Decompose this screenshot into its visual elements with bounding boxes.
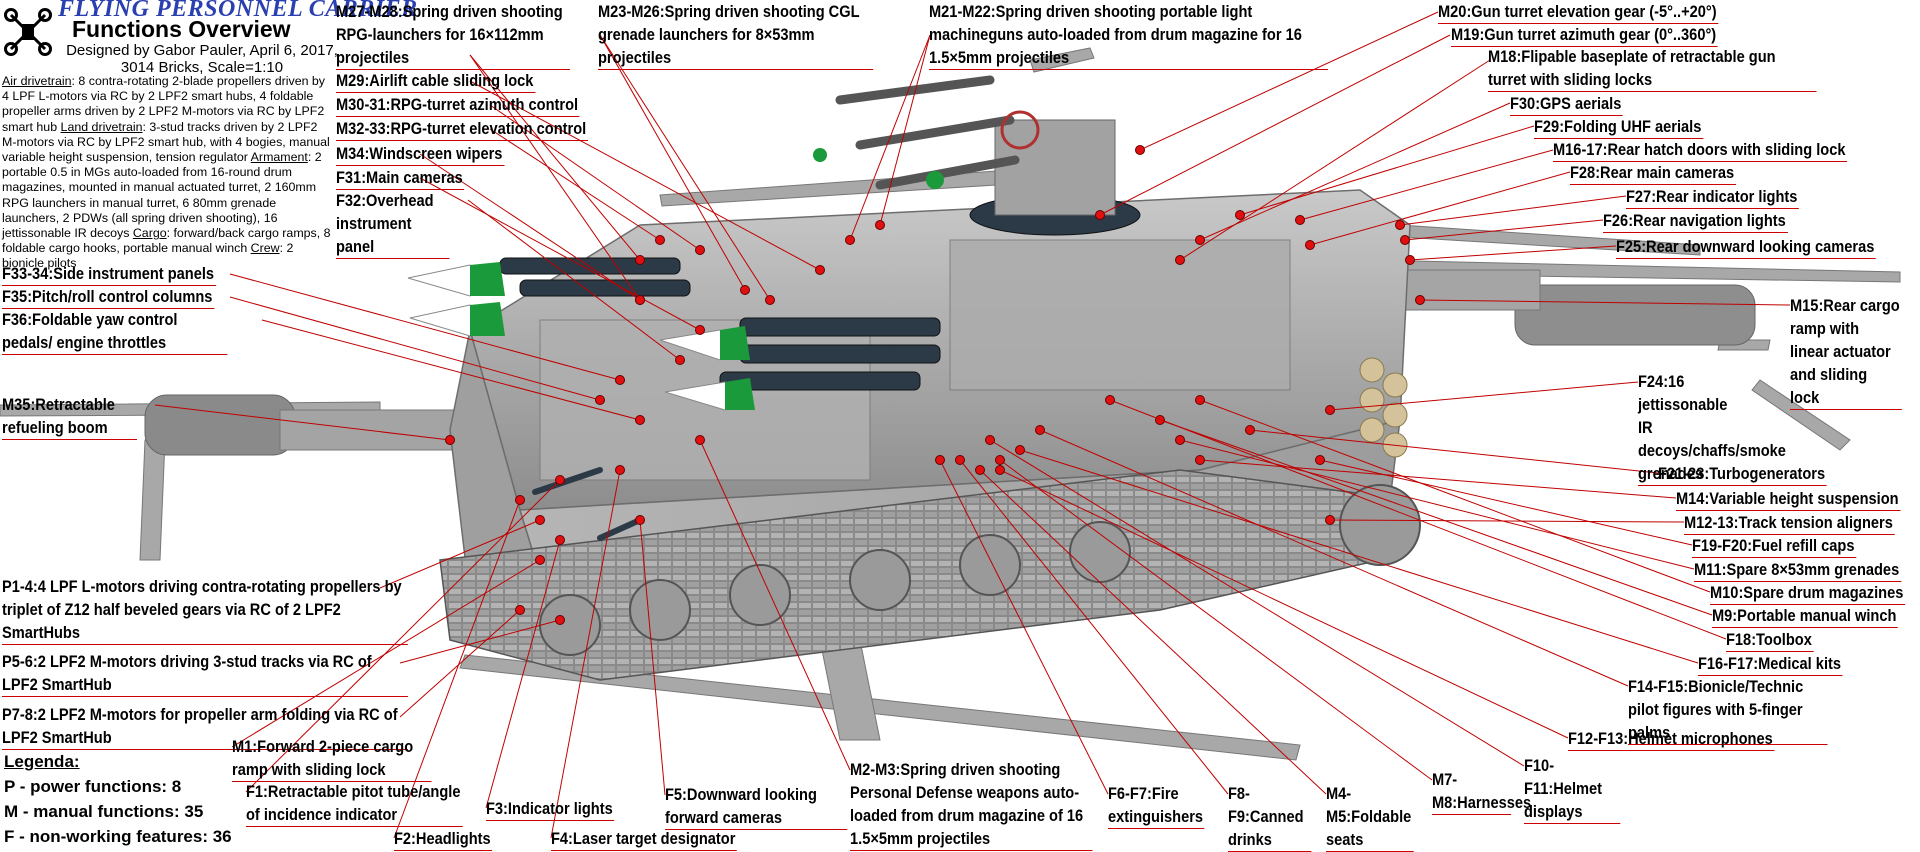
label-m12-track-tension: M12-13:Track tension aligners bbox=[1684, 511, 1895, 535]
label-f6-fire-extinguishers: F6-F7:Fire extinguishers bbox=[1108, 782, 1205, 829]
diagram-subtitle: Functions Overview bbox=[72, 16, 291, 42]
label-m19-azimuth-gear: M19:Gun turret azimuth gear (0°..360°) bbox=[1451, 23, 1718, 47]
label-p1-lmotors: P1-4:4 LPF L-motors driving contra-rotat… bbox=[2, 575, 408, 645]
label-f33-side-panels: F33-34:Side instrument panels bbox=[2, 262, 216, 286]
label-f12-helmet-mics: F12-F13:Helmet microphones bbox=[1568, 727, 1775, 751]
label-m35-refueling-boom: M35:Retractable refueling boom bbox=[2, 393, 138, 440]
label-f27-rear-indicators: F27:Rear indicator lights bbox=[1626, 185, 1800, 209]
legend: Legenda: P - power functions: 8 M - manu… bbox=[4, 749, 232, 849]
label-m2-pdw: M2-M3:Spring driven shooting Personal De… bbox=[850, 758, 1093, 851]
label-f19-fuel-caps: F19-F20:Fuel refill caps bbox=[1692, 534, 1857, 558]
label-m15-rear-ramp: M15:Rear cargo ramp with linear actuator… bbox=[1790, 294, 1902, 410]
label-m34-wipers: M34:Windscreen wipers bbox=[336, 142, 505, 166]
label-p7-arm-folding: P7-8:2 LPF2 M-motors for propeller arm f… bbox=[2, 703, 408, 750]
label-f16-medical-kits: F16-F17:Medical kits bbox=[1698, 652, 1843, 676]
label-f32-overhead-panel: F32:Overhead instrument panel bbox=[336, 189, 450, 259]
label-m18-baseplate: M18:Flipable baseplate of retractable gu… bbox=[1488, 45, 1817, 92]
label-f28-rear-cameras: F28:Rear main cameras bbox=[1570, 161, 1736, 185]
gun-turret bbox=[813, 75, 1141, 236]
legend-heading: Legenda: bbox=[4, 752, 80, 771]
armament-text: : 2 portable 0.5 in MGs auto-loaded from… bbox=[2, 150, 322, 241]
label-f1-pitot-tube: F1:Retractable pitot tube/angle of incid… bbox=[246, 780, 463, 827]
label-m7-harnesses: M7-M8:Harnesses bbox=[1432, 768, 1531, 815]
label-m29-airlift-lock: M29:Airlift cable sliding lock bbox=[336, 69, 536, 93]
label-f4-laser-designator: F4:Laser target designator bbox=[551, 827, 738, 851]
label-f36-yaw-pedals: F36:Foldable yaw control pedals/ engine … bbox=[2, 308, 228, 355]
label-m23-grenade-launchers: M23-M26:Spring driven shooting CGL grena… bbox=[598, 0, 874, 70]
label-f26-rear-nav-lights: F26:Rear navigation lights bbox=[1603, 209, 1788, 233]
label-f14-pilot-figures: F14-F15:Bionicle/Technic pilot figures w… bbox=[1628, 675, 1828, 745]
label-m16-rear-hatch: M16-17:Rear hatch doors with sliding loc… bbox=[1553, 138, 1848, 162]
label-f29-uhf-aerials: F29:Folding UHF aerials bbox=[1534, 115, 1704, 139]
air-drivetrain-heading: Air drivetrain bbox=[2, 74, 72, 88]
label-f31-main-cameras: F31:Main cameras bbox=[336, 166, 465, 190]
diagram-title: FLYING PERSONNEL CARRIER bbox=[58, 0, 418, 22]
armament-heading: Armament bbox=[250, 150, 308, 165]
label-f21-turbogenerators: F21-23:Turbogenerators bbox=[1658, 462, 1827, 486]
label-m32-rpg-elevation: M32-33:RPG-turret elevation control bbox=[336, 117, 588, 141]
legend-power-count: P - power functions: 8 bbox=[4, 777, 182, 796]
label-f25-rear-down-cameras: F25:Rear downward looking cameras bbox=[1616, 235, 1877, 259]
label-p5-track-motors: P5-6:2 LPF2 M-motors driving 3-stud trac… bbox=[2, 650, 408, 697]
label-m9-winch: M9:Portable manual winch bbox=[1712, 604, 1899, 628]
cargo-text: : forward/back cargo ramps, 8 foldable c… bbox=[2, 226, 331, 256]
label-m4-foldable-seats: M4-M5:Foldable seats bbox=[1326, 782, 1414, 852]
label-f8-canned-drinks: F8-F9:Canned drinks bbox=[1228, 782, 1312, 852]
label-f30-gps-aerials: F30:GPS aerials bbox=[1510, 92, 1624, 116]
label-m10-spare-magazines: M10:Spare drum magazines bbox=[1710, 581, 1906, 605]
label-f10-helmet-displays: F10-F11:Helmet displays bbox=[1524, 754, 1621, 824]
label-m21-machineguns: M21-M22:Spring driven shooting portable … bbox=[929, 0, 1329, 70]
land-drivetrain-heading: Land drivetrain bbox=[60, 119, 143, 134]
designer-byline: Designed by Gabor Pauler, April 6, 2017,… bbox=[66, 42, 338, 76]
land-drivetrain-text: : 3-stud tracks driven by 2 LPF2 M-motor… bbox=[2, 119, 330, 165]
label-m30-rpg-azimuth: M30-31:RPG-turret azimuth control bbox=[336, 93, 580, 117]
drone-logo-icon bbox=[4, 8, 52, 56]
label-m11-spare-grenades: M11:Spare 8×53mm grenades bbox=[1694, 558, 1901, 582]
label-f3-indicator-lights: F3:Indicator lights bbox=[486, 797, 615, 821]
label-f24-ir-decoys: F24:16 jettissonable IR decoys/chaffs/sm… bbox=[1638, 370, 1786, 486]
spec-description: Air drivetrain: 8 contra-rotating 2-blad… bbox=[2, 74, 332, 272]
cargo-heading: Cargo bbox=[132, 226, 167, 241]
legend-nonworking-count: F - non-working features: 36 bbox=[4, 827, 232, 846]
label-m14-suspension: M14:Variable height suspension bbox=[1676, 487, 1901, 511]
label-m27-rpg-launchers: M27-M28:Spring driven shooting RPG-launc… bbox=[336, 0, 570, 70]
label-m1-cargo-ramp: M1:Forward 2-piece cargo ramp with slidi… bbox=[232, 735, 432, 782]
label-m20-elevation-gear: M20:Gun turret elevation gear (-5°..+20°… bbox=[1438, 0, 1719, 24]
crew-heading: Crew bbox=[250, 241, 280, 256]
legend-manual-count: M - manual functions: 35 bbox=[4, 802, 204, 821]
label-f35-control-columns: F35:Pitch/roll control columns bbox=[2, 285, 215, 309]
crew-text: : 2 bionicle pilots bbox=[2, 241, 294, 271]
label-f2-headlights: F2:Headlights bbox=[394, 827, 493, 851]
label-f5-downward-cameras: F5:Downward looking forward cameras bbox=[665, 783, 848, 830]
label-f18-toolbox: F18:Toolbox bbox=[1726, 628, 1814, 652]
air-drivetrain-text: : 8 contra-rotating 2-blade propellers d… bbox=[2, 74, 326, 134]
